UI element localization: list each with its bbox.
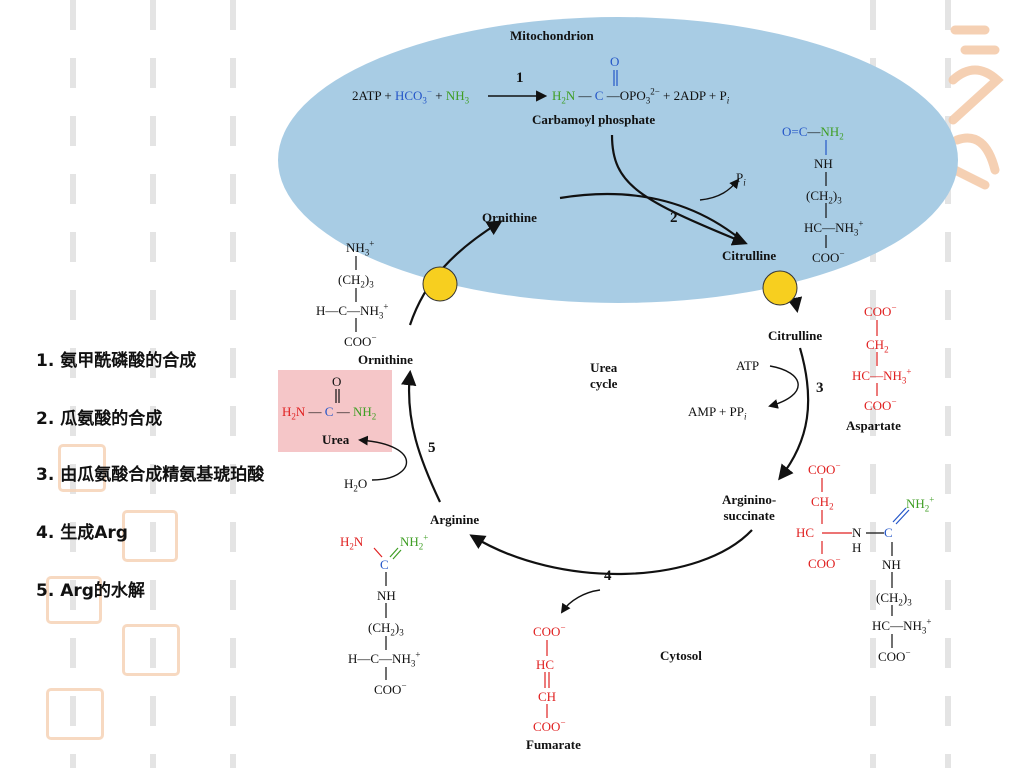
aspartate-ch2: CH2 xyxy=(866,337,889,355)
step-number: 3 xyxy=(816,380,824,396)
argininosuccinate-c: C xyxy=(884,525,893,540)
citrulline-nh: NH xyxy=(814,156,833,171)
arginine-h2n: H2N xyxy=(340,534,364,552)
background-stripe xyxy=(870,0,876,768)
step-number: 4 xyxy=(604,568,612,584)
argininosuccinate-label: Argininо-succinate xyxy=(722,492,777,523)
argininosuccinate-ch2: CH2 xyxy=(811,494,834,512)
ornithine-hc: H—C—NH3+ xyxy=(316,301,389,321)
ornithine-nh3: NH3+ xyxy=(346,238,375,258)
step-5-arrow xyxy=(401,369,441,503)
carbamoyl-oxygen: O xyxy=(610,54,620,69)
aspartate-hc: HC—NH3+ xyxy=(852,366,912,386)
decorative-seal-icon xyxy=(122,624,180,676)
argininosuccinate-hc: HC xyxy=(796,525,815,540)
aspartate-label: Aspartate xyxy=(846,418,901,433)
transporter-circle xyxy=(422,266,458,302)
decorative-seal-icon xyxy=(945,20,1005,190)
argininosuccinate-coo2: COO− xyxy=(878,647,911,664)
mitochondrion-ellipse xyxy=(278,17,958,303)
aspartate-coo-bottom: COO− xyxy=(864,396,897,413)
step-description: 4. 生成Arg xyxy=(36,523,128,543)
water-urea-arrow xyxy=(358,435,408,481)
fumarate-coo-bottom: COO− xyxy=(533,717,566,734)
step-number: 1 xyxy=(516,70,524,86)
background-stripe xyxy=(230,0,236,768)
transporter-circle xyxy=(762,270,798,306)
argininosuccinate-coo-bottom: COO− xyxy=(808,554,841,571)
argininosuccinate-coo: COO− xyxy=(808,460,841,477)
reaction-1-products: H2N — C —OPO32− + 2ADP + Pi xyxy=(552,86,730,106)
citrulline-hc: HC—NH3+ xyxy=(804,218,864,238)
fumarate-hc: HC xyxy=(536,657,555,672)
argininosuccinate-ch2b: (CH2)3 xyxy=(876,590,912,608)
cytosol-label: Cytosol xyxy=(660,648,702,663)
background-stripe xyxy=(70,0,76,768)
argininosuccinate-h: H xyxy=(852,540,862,555)
background-stripe xyxy=(150,0,156,768)
ornithine-mito-label: Ornithine xyxy=(482,210,537,225)
decorative-seal-icon xyxy=(58,444,106,492)
fumarate-label: Fumarate xyxy=(526,737,581,752)
decorative-seal-icon xyxy=(122,510,178,562)
decorative-seal-icon xyxy=(46,688,104,740)
fumarate-release-arrow xyxy=(560,589,601,614)
step-description: 3. 由瓜氨酸合成精氨基琥珀酸 xyxy=(36,465,265,485)
citrulline-cytosol-label: Citrulline xyxy=(768,328,823,343)
argininosuccinate-hc2: HC—NH3+ xyxy=(872,616,932,636)
step-description: 1. 氨甲酰磷酸的合成 xyxy=(36,351,197,371)
pi-product: Pi xyxy=(736,170,746,188)
urea-label: Urea xyxy=(322,432,350,447)
carbamoyl-phosphate-label: Carbamoyl phosphate xyxy=(532,112,656,127)
citrulline-ch2: (CH2)3 xyxy=(806,188,842,206)
arginine-nh: NH xyxy=(377,588,396,603)
ornithine-to-citrulline-arc xyxy=(559,192,746,244)
arginine-nh2: NH2+ xyxy=(400,532,429,552)
step-number: 5 xyxy=(428,440,436,456)
atp-amp-arrow xyxy=(768,365,799,409)
citrulline-coo: COO− xyxy=(812,248,845,265)
arginine-coo: COO− xyxy=(374,680,407,697)
step-number: 2 xyxy=(670,210,678,226)
amp-label: AMP + PPi xyxy=(688,404,747,422)
reaction-1-reactants: 2ATP + HCO3− + NH3 xyxy=(352,86,470,106)
argininosuccinate-nh2: NH2+ xyxy=(906,494,935,514)
fumarate-coo-top: COO− xyxy=(533,622,566,639)
background-stripe xyxy=(945,0,951,768)
decorative-seal-icon xyxy=(46,576,102,624)
arginine-label: Arginine xyxy=(430,512,480,527)
mitochondrion-label: Mitochondrion xyxy=(510,28,594,43)
urea-oxygen: O xyxy=(332,374,342,389)
fumarate-ch: CH xyxy=(538,689,557,704)
water-label: H2O xyxy=(344,476,368,494)
step-4-arrow xyxy=(469,529,753,575)
step-description: 2. 瓜氨酸的合成 xyxy=(36,409,163,429)
urea-highlight-box xyxy=(278,370,392,452)
carbamoyl-to-citrulline-arrow xyxy=(610,134,748,246)
atp-label: ATP xyxy=(736,358,760,373)
arginine-c: C xyxy=(380,557,389,572)
step-description: 5. Arg的水解 xyxy=(36,581,145,601)
pi-release-arrow xyxy=(699,178,740,201)
ornithine-cytosol-label: Ornithine xyxy=(358,352,413,367)
ornithine-ch2: (CH2)3 xyxy=(338,272,374,290)
citrulline-mito-label: Citrulline xyxy=(722,248,777,263)
ornithine-coo: COO− xyxy=(344,332,377,349)
step-3-arrow xyxy=(778,347,810,481)
arginine-hc: H—C—NH3+ xyxy=(348,649,421,669)
argininosuccinate-nh: NH xyxy=(882,557,901,572)
citrulline-structure: O=C—NH2 xyxy=(782,124,844,142)
argininosuccinate-n: N xyxy=(852,525,862,540)
urea-structure: H2N — C — NH2 xyxy=(282,404,377,422)
aspartate-coo-top: COO− xyxy=(864,302,897,319)
arginine-ch2: (CH2)3 xyxy=(368,620,404,638)
